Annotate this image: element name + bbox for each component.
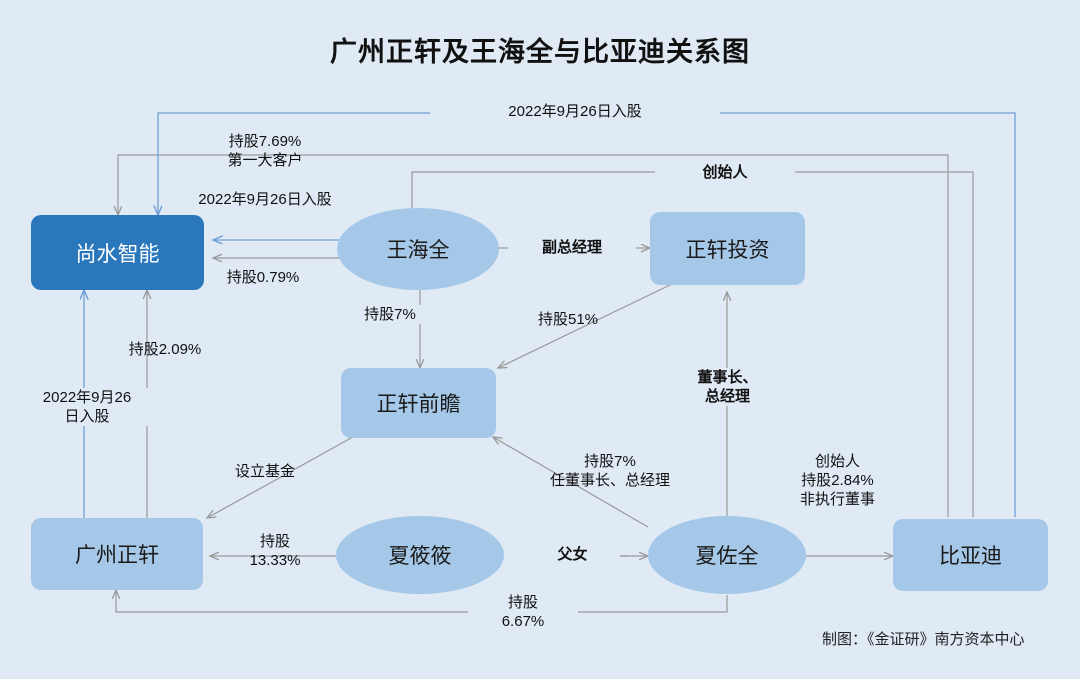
node-zxtouzi[interactable]: 正轩投资 [650,212,805,285]
node-zxqianzhan-label: 正轩前瞻 [376,393,461,416]
edge-xiazuoquan-to-gzzhengxuan-667 [116,590,728,613]
node-gzzhengxuan[interactable]: 广州正轩 [31,518,203,590]
edge-zxtouzi-to-zxqianzhan-51 [498,283,673,368]
label-hold-667: 持股 6.67% [468,593,578,632]
label-hold-769: 持股7.69% 第一大客户 [227,133,303,170]
label-hold-7: 持股7% [330,305,450,325]
label-hold-209: 持股2.09% [128,341,202,358]
node-zxqianzhan[interactable]: 正轩前瞻 [341,368,496,438]
label-hold-1333: 持股 13.33% [249,533,301,570]
edge-byd-to-shangshui-gray [118,154,949,517]
page-title: 广州正轩及王海全与比亚迪关系图 [330,37,750,67]
label-father-daughter: 父女 [525,545,620,565]
label-entry-2022-gzzhengxuan: 2022年9月26 日入股 [12,388,162,427]
node-wanghaiquan-label: 王海全 [386,239,450,262]
node-wanghaiquan[interactable]: 王海全 [337,208,499,290]
edge-xiazuoquan-to-zxqianzhan [493,437,649,528]
label-founder-byd: 创始人 持股2.84% 非执行董事 [799,453,875,509]
node-shangshui[interactable]: 尚水智能 [31,215,204,290]
node-zxtouzi-label: 正轩投资 [685,238,770,262]
label-vice-gm: 副总经理 [508,238,636,258]
label-hold-51: 持股51% [537,311,599,328]
node-xiazuoquan[interactable]: 夏佐全 [648,516,806,594]
label-top-entry: 2022年9月26日入股 [430,102,720,122]
label-setup-fund: 设立基金 [234,463,295,480]
label-hold-7-chairman: 持股7% 任董事长、总经理 [549,453,670,490]
node-byd-label: 比亚迪 [939,545,1002,568]
node-byd[interactable]: 比亚迪 [893,519,1048,591]
label-entry-2022-wanghaiquan: 2022年9月26日入股 [198,191,332,208]
credit-note: 制图：《金证研》南方资本中心 [822,631,1025,648]
node-xiaxiaoxiao-label: 夏筱筱 [388,545,452,568]
edge-zxqianzhan-to-gzzhengxuan [207,432,361,518]
node-xiazuoquan-label: 夏佐全 [695,545,759,568]
label-chairman-gm: 董事长、 总经理 [660,368,795,407]
node-shangshui-label: 尚水智能 [75,242,160,266]
label-hold-079: 持股0.79% [226,269,300,286]
node-xiaxiaoxiao[interactable]: 夏筱筱 [336,516,504,594]
label-founder-top: 创始人 [655,163,795,183]
node-gzzhengxuan-label: 广州正轩 [75,544,159,567]
